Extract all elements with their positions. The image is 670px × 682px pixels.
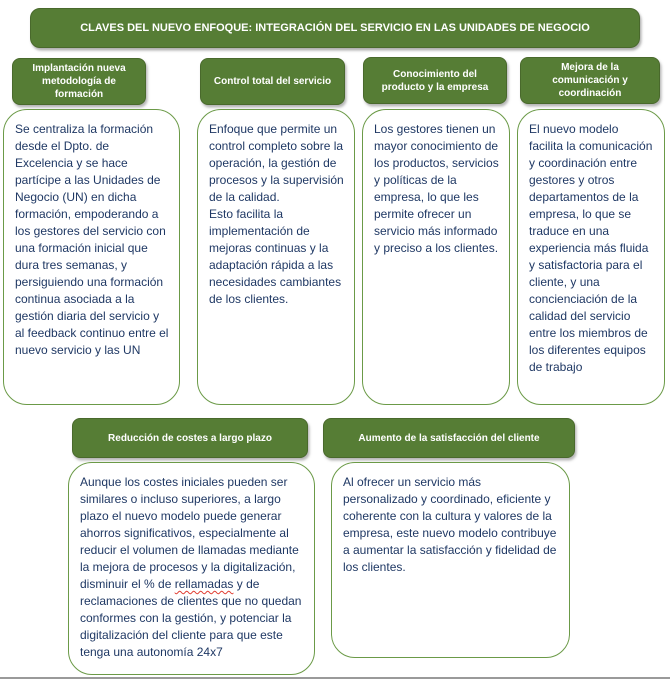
card-costs-header: Reducción de costes a largo plazo: [72, 418, 308, 458]
card-control-body-box: Enfoque que permite un control completo …: [197, 109, 355, 405]
card-training-body-text: Se centraliza la formación desde el Dpto…: [15, 122, 169, 357]
banner-title-text: CLAVES DEL NUEVO ENFOQUE: INTEGRACIÓN DE…: [80, 21, 590, 34]
card-control-header: Control total del servicio: [200, 58, 345, 105]
card-control-body-text: Enfoque que permite un control completo …: [209, 122, 344, 306]
card-costs-body-box: Aunque los costes iniciales pueden ser s…: [68, 462, 315, 675]
card-training-body-box: Se centraliza la formación desde el Dpto…: [3, 109, 180, 405]
card-costs-body-before: Aunque los costes iniciales pueden ser s…: [80, 475, 299, 591]
card-costs-body-text: Aunque los costes iniciales pueden ser s…: [80, 474, 304, 661]
card-training-title: Implantación nueva metodología de formac…: [32, 63, 126, 100]
banner-title: CLAVES DEL NUEVO ENFOQUE: INTEGRACIÓN DE…: [30, 8, 640, 48]
card-satisfaction-body-text: Al ofrecer un servicio más personalizado…: [343, 475, 557, 574]
card-knowledge-title: Conocimiento del producto y la empresa: [381, 68, 489, 93]
card-communication-title: Mejora de la comunicación y coordinación: [552, 62, 628, 99]
card-costs-body-after: y de reclamaciones de clientes que no qu…: [80, 577, 302, 659]
card-knowledge-body-box: Los gestores tienen un mayor conocimient…: [362, 109, 510, 405]
card-communication-body-box: El nuevo modelo facilita la comunicación…: [517, 109, 665, 405]
card-communication-header: Mejora de la comunicación y coordinación: [520, 57, 660, 104]
card-knowledge-header: Conocimiento del producto y la empresa: [363, 57, 507, 104]
card-costs-title: Reducción de costes a largo plazo: [108, 432, 272, 444]
card-satisfaction-title: Aumento de la satisfacción del cliente: [358, 432, 540, 444]
misspelled-word: rellamadas: [174, 577, 234, 591]
card-knowledge-body-text: Los gestores tienen un mayor conocimient…: [374, 122, 499, 255]
card-control-title: Control total del servicio: [213, 76, 332, 87]
card-satisfaction-header: Aumento de la satisfacción del cliente: [323, 418, 575, 458]
slide-bottom-edge: [0, 677, 670, 679]
card-training-header: Implantación nueva metodología de formac…: [12, 58, 146, 105]
card-satisfaction-body-box: Al ofrecer un servicio más personalizado…: [331, 462, 570, 658]
card-communication-body-text: El nuevo modelo facilita la comunicación…: [529, 122, 653, 374]
